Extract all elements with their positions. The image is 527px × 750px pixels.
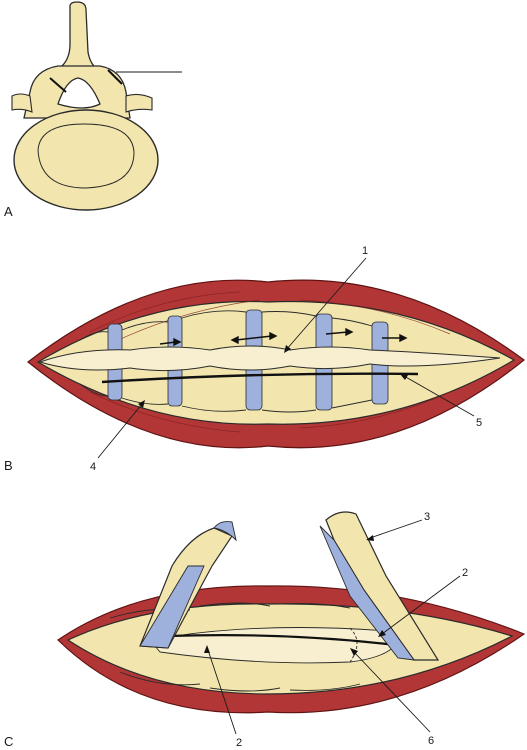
vertebral-body-inner-rim xyxy=(37,123,135,189)
osteotomy-trough-b xyxy=(101,372,419,384)
panel-label-c: C xyxy=(4,734,13,749)
leader-arrow-b5 xyxy=(400,374,408,380)
panel-a-vertebra xyxy=(11,1,182,211)
callout-c-3: 3 xyxy=(424,511,430,523)
lamina-flap-left-cut xyxy=(139,565,205,649)
dura-dashed-edge xyxy=(349,627,358,663)
leader-arrow-b4 xyxy=(138,400,145,408)
transverse-process-right xyxy=(125,93,153,113)
lamina-flap-right-cut xyxy=(319,525,415,661)
osteotomy-trough-c xyxy=(167,634,405,648)
osteotomy-cut-left xyxy=(49,77,67,93)
spinous-process-chain xyxy=(38,345,501,372)
leader-line-c2-bottom xyxy=(207,649,237,735)
muscle-fibers-b xyxy=(89,291,451,433)
callout-b-5: 5 xyxy=(476,417,482,429)
panel-c-open-door xyxy=(57,511,526,735)
leader-line-c3 xyxy=(369,519,423,539)
leader-line-c6 xyxy=(353,651,431,733)
leader-arrow-c2-right xyxy=(378,630,386,637)
lamina-stubs-c xyxy=(109,602,361,692)
leader-arrow-b1 xyxy=(284,345,291,353)
transverse-process-left xyxy=(11,93,33,113)
panel-label-b: B xyxy=(4,458,13,473)
dura-exposed xyxy=(149,627,401,664)
spinal-canal xyxy=(57,77,101,109)
opening-arrows-b xyxy=(159,327,408,347)
leader-arrow-c3 xyxy=(366,535,374,541)
leader-line-c2-right xyxy=(381,575,461,635)
leader-line-b1 xyxy=(285,257,367,351)
callout-b-1: 1 xyxy=(362,245,368,257)
laminae-outline-b xyxy=(79,310,373,413)
panel-label-a: A xyxy=(4,204,13,219)
leader-arrow-c2-bottom xyxy=(204,645,210,653)
callout-c-6: 6 xyxy=(428,735,434,747)
lamina-flap-left-top xyxy=(213,521,237,542)
leader-arrow-c6 xyxy=(350,648,358,656)
leader-line-b5 xyxy=(403,375,475,417)
leader-line-b4 xyxy=(97,403,143,459)
panel-b-exposure xyxy=(27,257,525,459)
vertebral-body xyxy=(13,109,159,211)
callout-b-4: 4 xyxy=(90,461,96,473)
callout-c-2-right: 2 xyxy=(462,567,468,579)
callout-c-2-bottom: 2 xyxy=(236,737,242,749)
osteotomy-cut-right xyxy=(107,69,123,85)
